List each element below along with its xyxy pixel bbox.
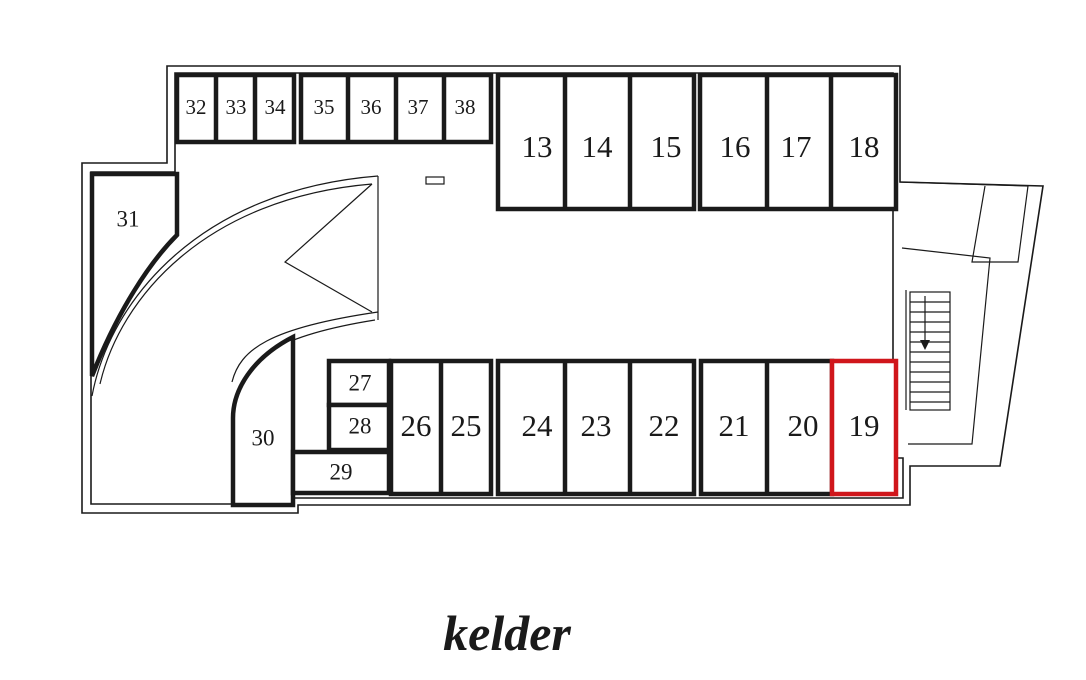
- unit-label-28[interactable]: 28: [349, 413, 372, 438]
- unit-label-21[interactable]: 21: [719, 408, 750, 443]
- unit-label-16[interactable]: 16: [720, 129, 751, 164]
- unit-label-18[interactable]: 18: [849, 129, 880, 164]
- storage-group-27-29: [290, 358, 392, 496]
- unit-label-20[interactable]: 20: [788, 408, 819, 443]
- unit-label-17[interactable]: 17: [781, 129, 812, 164]
- storage-group-35-38: [298, 72, 494, 145]
- stair-arrow-icon: [920, 340, 930, 350]
- unit-label-25[interactable]: 25: [451, 408, 482, 443]
- storage-31-shape: [89, 171, 180, 377]
- floor-caption: kelder: [443, 605, 571, 661]
- unit-label-24[interactable]: 24: [522, 408, 554, 443]
- unit-label-34[interactable]: 34: [265, 95, 287, 119]
- unit-label-22[interactable]: 22: [649, 408, 680, 443]
- unit-label-23[interactable]: 23: [581, 408, 612, 443]
- unit-label-19[interactable]: 19: [849, 408, 880, 443]
- storage-group-22-24: [495, 358, 697, 497]
- storage-group-16-18: [697, 72, 899, 212]
- unit-label-33[interactable]: 33: [226, 95, 247, 119]
- unit-label-36[interactable]: 36: [361, 95, 382, 119]
- storage-group-20-21: [698, 358, 835, 497]
- unit-label-29[interactable]: 29: [330, 459, 353, 484]
- unit-label-32[interactable]: 32: [186, 95, 207, 119]
- storage-19-highlight[interactable]: [829, 358, 899, 497]
- unit-label-14[interactable]: 14: [582, 129, 614, 164]
- storage-30-shape: [230, 333, 296, 508]
- unit-label-15[interactable]: 15: [651, 129, 682, 164]
- unit-labels: 32 33 34 35 36 37 38 13 14 15 16 17 18 3…: [117, 95, 880, 484]
- unit-label-35[interactable]: 35: [314, 95, 335, 119]
- storage-group-25-26: [388, 358, 494, 497]
- unit-label-31[interactable]: 31: [117, 206, 140, 231]
- unit-label-27[interactable]: 27: [349, 370, 372, 395]
- unit-label-38[interactable]: 38: [455, 95, 476, 119]
- storage-group-13-15: [495, 72, 697, 212]
- stairwell: [899, 181, 1029, 445]
- unit-label-30[interactable]: 30: [252, 425, 275, 450]
- unit-label-26[interactable]: 26: [401, 408, 432, 443]
- unit-label-37[interactable]: 37: [408, 95, 429, 119]
- unit-label-13[interactable]: 13: [522, 129, 553, 164]
- storage-group-32-34: [174, 72, 297, 145]
